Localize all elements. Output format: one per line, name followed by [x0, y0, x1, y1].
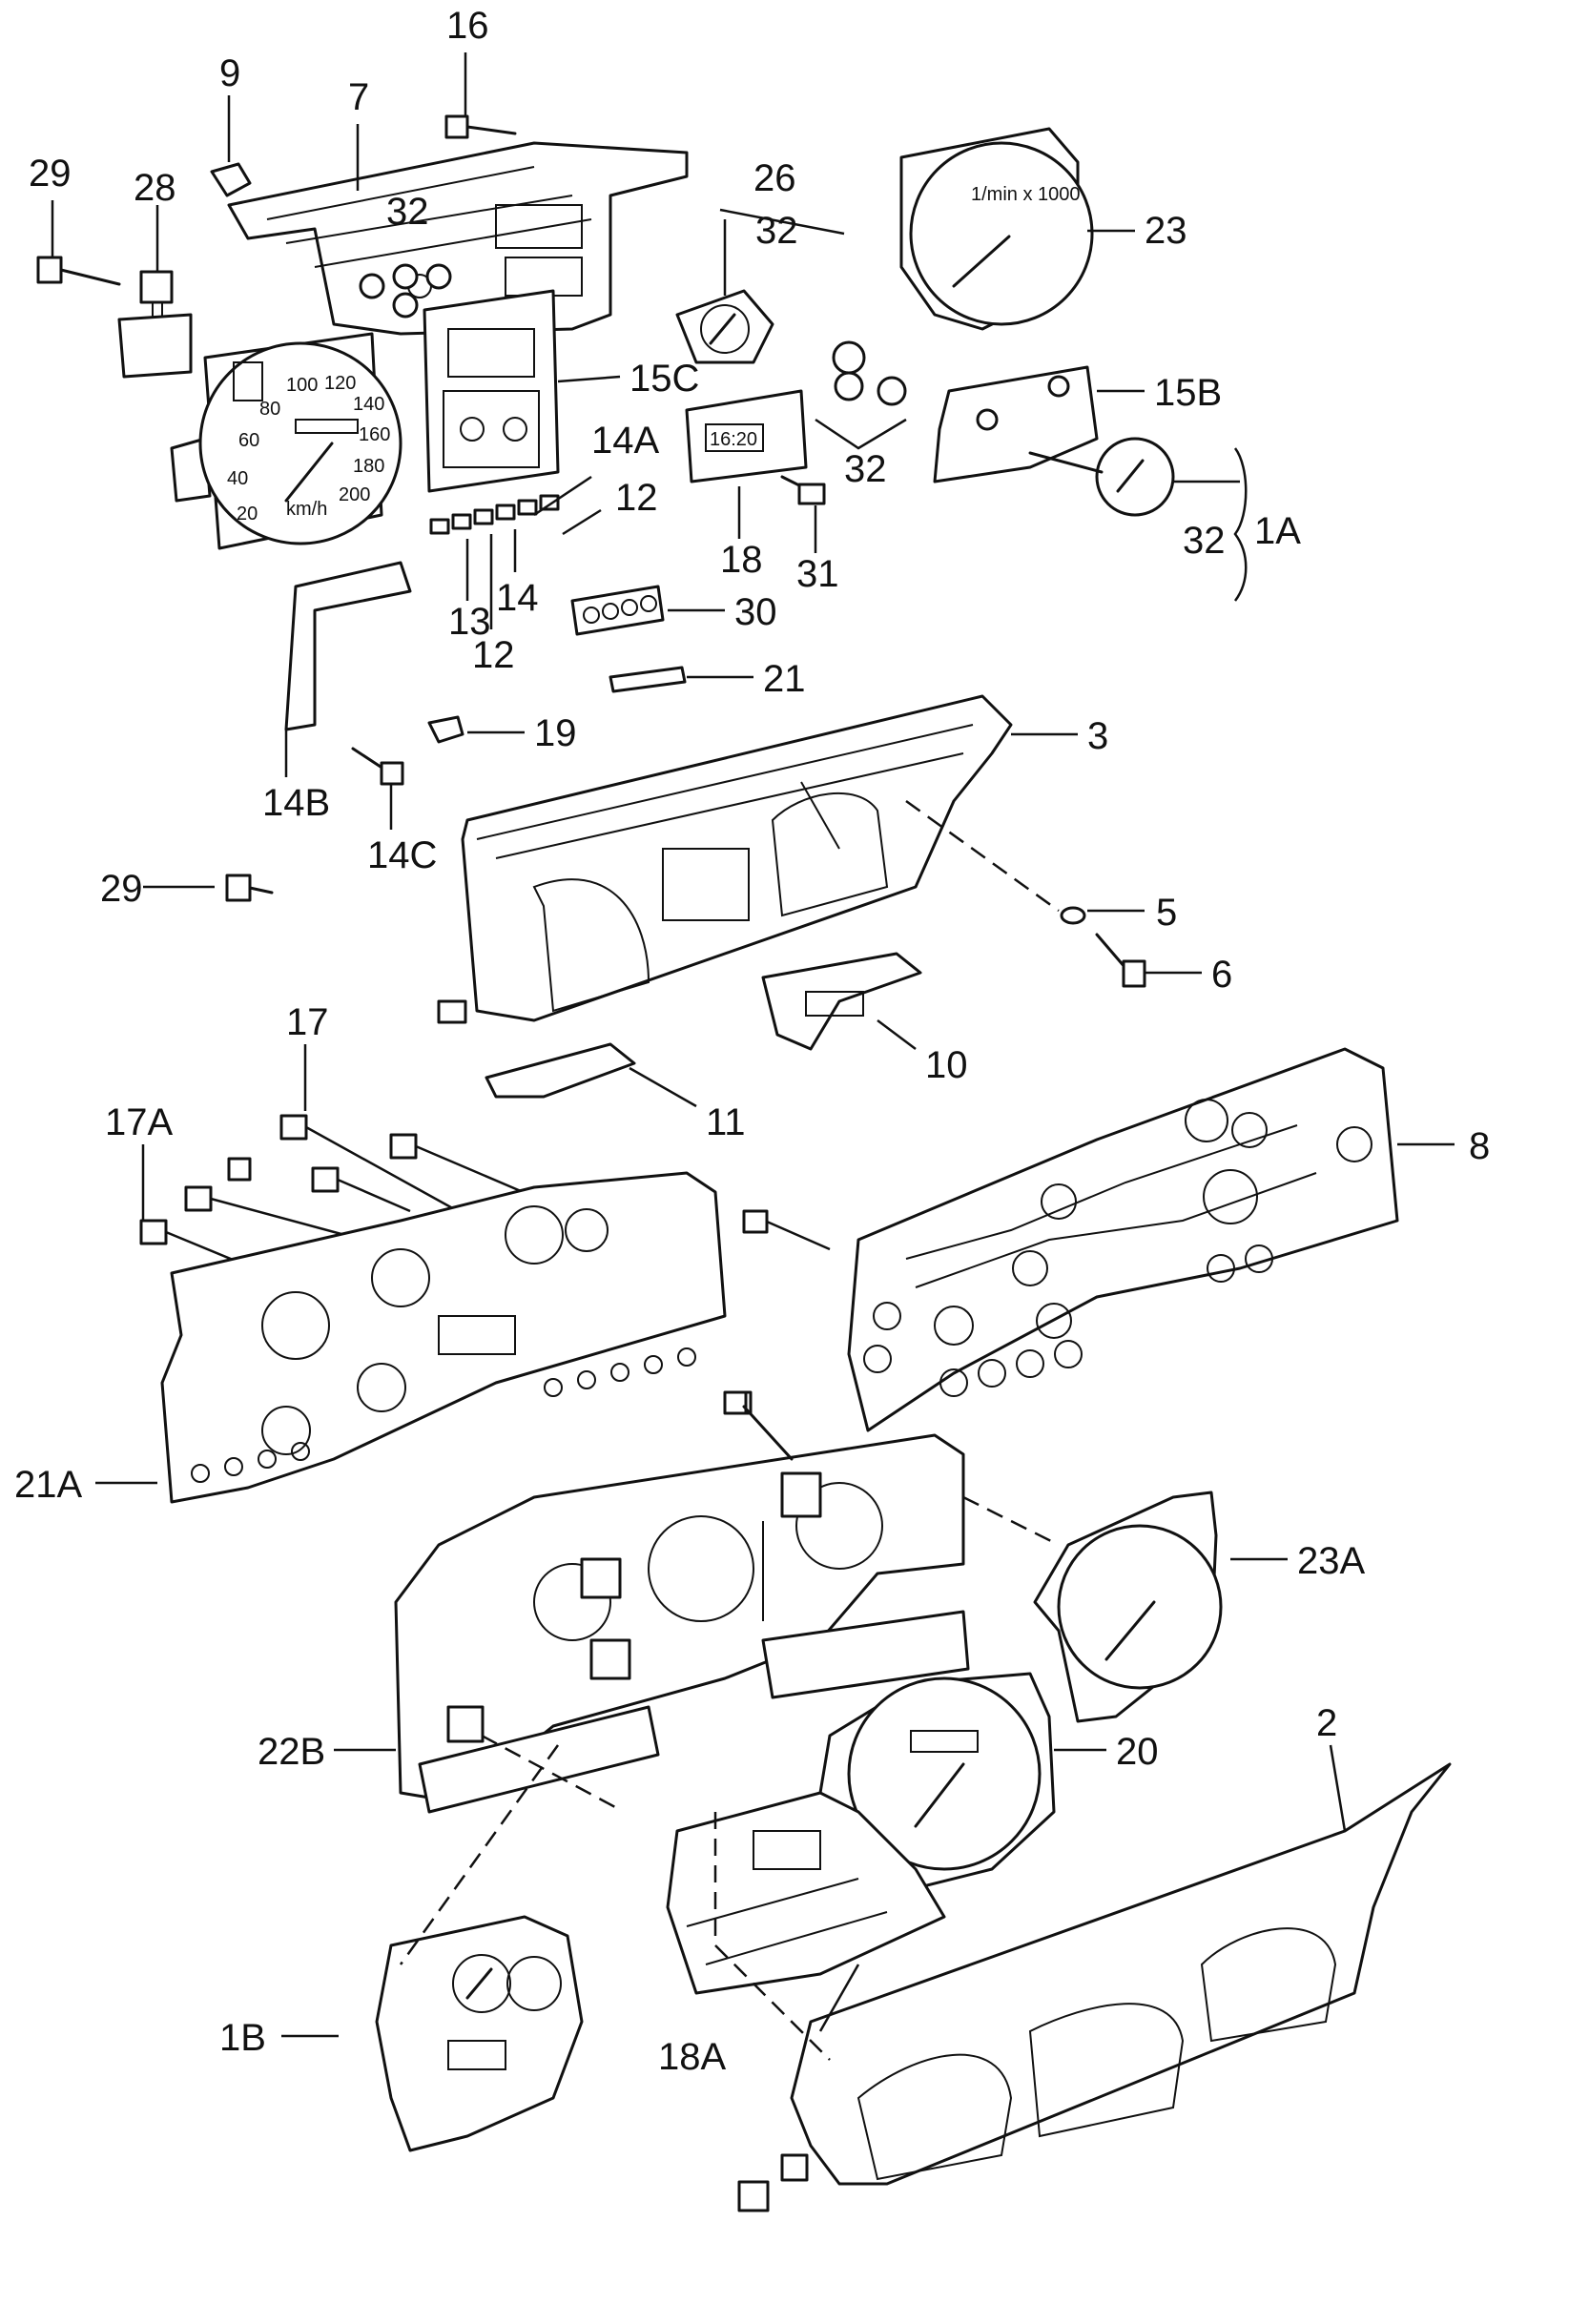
gauge-part-23a: [1033, 1491, 1223, 1723]
speed-mark-20: 20: [237, 504, 258, 524]
tacho-label: 1/min x 1000: [971, 184, 1081, 205]
callout-30: 30: [734, 591, 777, 633]
callout-20: 20: [1116, 1731, 1159, 1773]
callout-labels: 16 9 7 29 28 32 26 32 23 15C 15B 14A 12 …: [14, 5, 1490, 2078]
fuel-gauge-part-1a: [1028, 437, 1175, 517]
callout-29-top: 29: [29, 153, 72, 195]
gasket-part-14b: [284, 561, 412, 731]
leader-lines: [51, 52, 1455, 2038]
gauge-part-1b: [375, 1915, 584, 2152]
callout-28: 28: [134, 167, 176, 209]
callout-5: 5: [1156, 892, 1177, 934]
instrument-housing-part-3: [437, 694, 1013, 1024]
callout-32-b: 32: [755, 210, 798, 252]
print-connector-part-18a: [666, 1791, 946, 1995]
printed-circuit-part-8: [847, 1047, 1399, 1432]
callout-19: 19: [534, 712, 577, 754]
screw-part-16: [444, 114, 517, 139]
screw-part-29-mid: [225, 874, 274, 902]
callout-1a: 1A: [1254, 510, 1301, 552]
speed-mark-180: 180: [353, 456, 384, 477]
callout-8: 8: [1469, 1125, 1490, 1167]
callout-29-mid: 29: [100, 868, 143, 910]
callout-23: 23: [1145, 210, 1187, 252]
bulb-part-31: [780, 475, 826, 505]
callout-31: 31: [796, 553, 839, 595]
clip-part-9: [210, 162, 252, 197]
callout-22b: 22B: [258, 1731, 325, 1773]
callout-11: 11: [706, 1101, 746, 1143]
cover-plate-part-21a: [160, 1171, 727, 1504]
speedometer-assembly: [170, 332, 402, 550]
speed-mark-60: 60: [238, 430, 259, 451]
nut-washer-group: [832, 340, 907, 406]
speed-mark-80: 80: [259, 399, 280, 420]
speed-mark-120: 120: [324, 373, 356, 394]
callout-13: 13: [448, 601, 491, 643]
contact-strip-part-21: [609, 666, 687, 693]
screw-part-29-top: [36, 256, 121, 286]
tachometer-part-23: 1/min x 1000: [899, 127, 1094, 331]
callout-10: 10: [925, 1044, 968, 1086]
callout-32-c: 32: [844, 448, 887, 490]
callout-18a: 18A: [658, 2036, 726, 2078]
callout-17a: 17A: [105, 1101, 173, 1143]
callout-3: 3: [1087, 715, 1108, 757]
washer-part-5: [1060, 906, 1086, 925]
callout-9: 9: [219, 52, 240, 94]
callout-21a: 21A: [14, 1464, 82, 1506]
speed-mark-160: 160: [359, 424, 390, 445]
bulbs-group: [429, 494, 560, 535]
speed-mark-140: 140: [353, 394, 384, 415]
callout-6: 6: [1211, 954, 1232, 996]
screw-above-22b: [723, 1390, 794, 1461]
callout-18: 18: [720, 539, 763, 581]
bracket-part-15b: [933, 365, 1099, 483]
screw-part-6: [1095, 933, 1146, 988]
callout-2: 2: [1316, 1702, 1337, 1744]
connector-part-10: [761, 952, 922, 1051]
callout-26: 26: [753, 157, 796, 199]
speed-mark-200: 200: [339, 484, 370, 505]
bulb-holder-part-30: [570, 585, 665, 636]
speed-unit: km/h: [286, 499, 327, 520]
clip-part-19: [427, 715, 464, 744]
callout-12-a: 12: [615, 477, 658, 519]
speed-mark-100: 100: [286, 375, 318, 396]
callout-23a: 23A: [1297, 1540, 1365, 1582]
gauge-part-26: [675, 289, 774, 364]
callout-17: 17: [286, 1001, 329, 1043]
callout-14a: 14A: [591, 420, 659, 462]
callout-7: 7: [348, 76, 369, 118]
clock-part-18: 16:20: [685, 389, 808, 483]
clock-display: 16:20: [710, 429, 757, 450]
callout-12-b: 12: [472, 634, 515, 676]
mounting-bracket-part-7: [227, 141, 689, 336]
callout-32-d: 32: [1183, 520, 1226, 562]
callout-15b: 15B: [1154, 372, 1222, 414]
lens-part-2: [737, 1762, 1452, 2212]
callout-14c: 14C: [367, 834, 437, 876]
callout-32-a: 32: [386, 191, 429, 233]
callout-21: 21: [763, 658, 806, 700]
connector-part-28: [117, 270, 193, 379]
callout-15c: 15C: [629, 358, 699, 400]
bulb-holders-17-group: [139, 1114, 831, 1415]
module-part-15c: [359, 263, 560, 493]
callout-14: 14: [496, 577, 539, 619]
circuit-board-part-22b: [394, 1433, 970, 1814]
speed-mark-40: 40: [227, 468, 248, 489]
callout-14b: 14B: [262, 782, 330, 824]
assembly-dash-lines: [399, 799, 1060, 2061]
callout-16: 16: [446, 5, 489, 47]
bracket-part-11: [485, 1042, 636, 1099]
speedometer-scale: 20 40 60 80 100 120 140 160 180 200 km/h: [227, 373, 390, 524]
callout-1b: 1B: [219, 2017, 266, 2059]
screw-part-14c: [351, 747, 404, 786]
